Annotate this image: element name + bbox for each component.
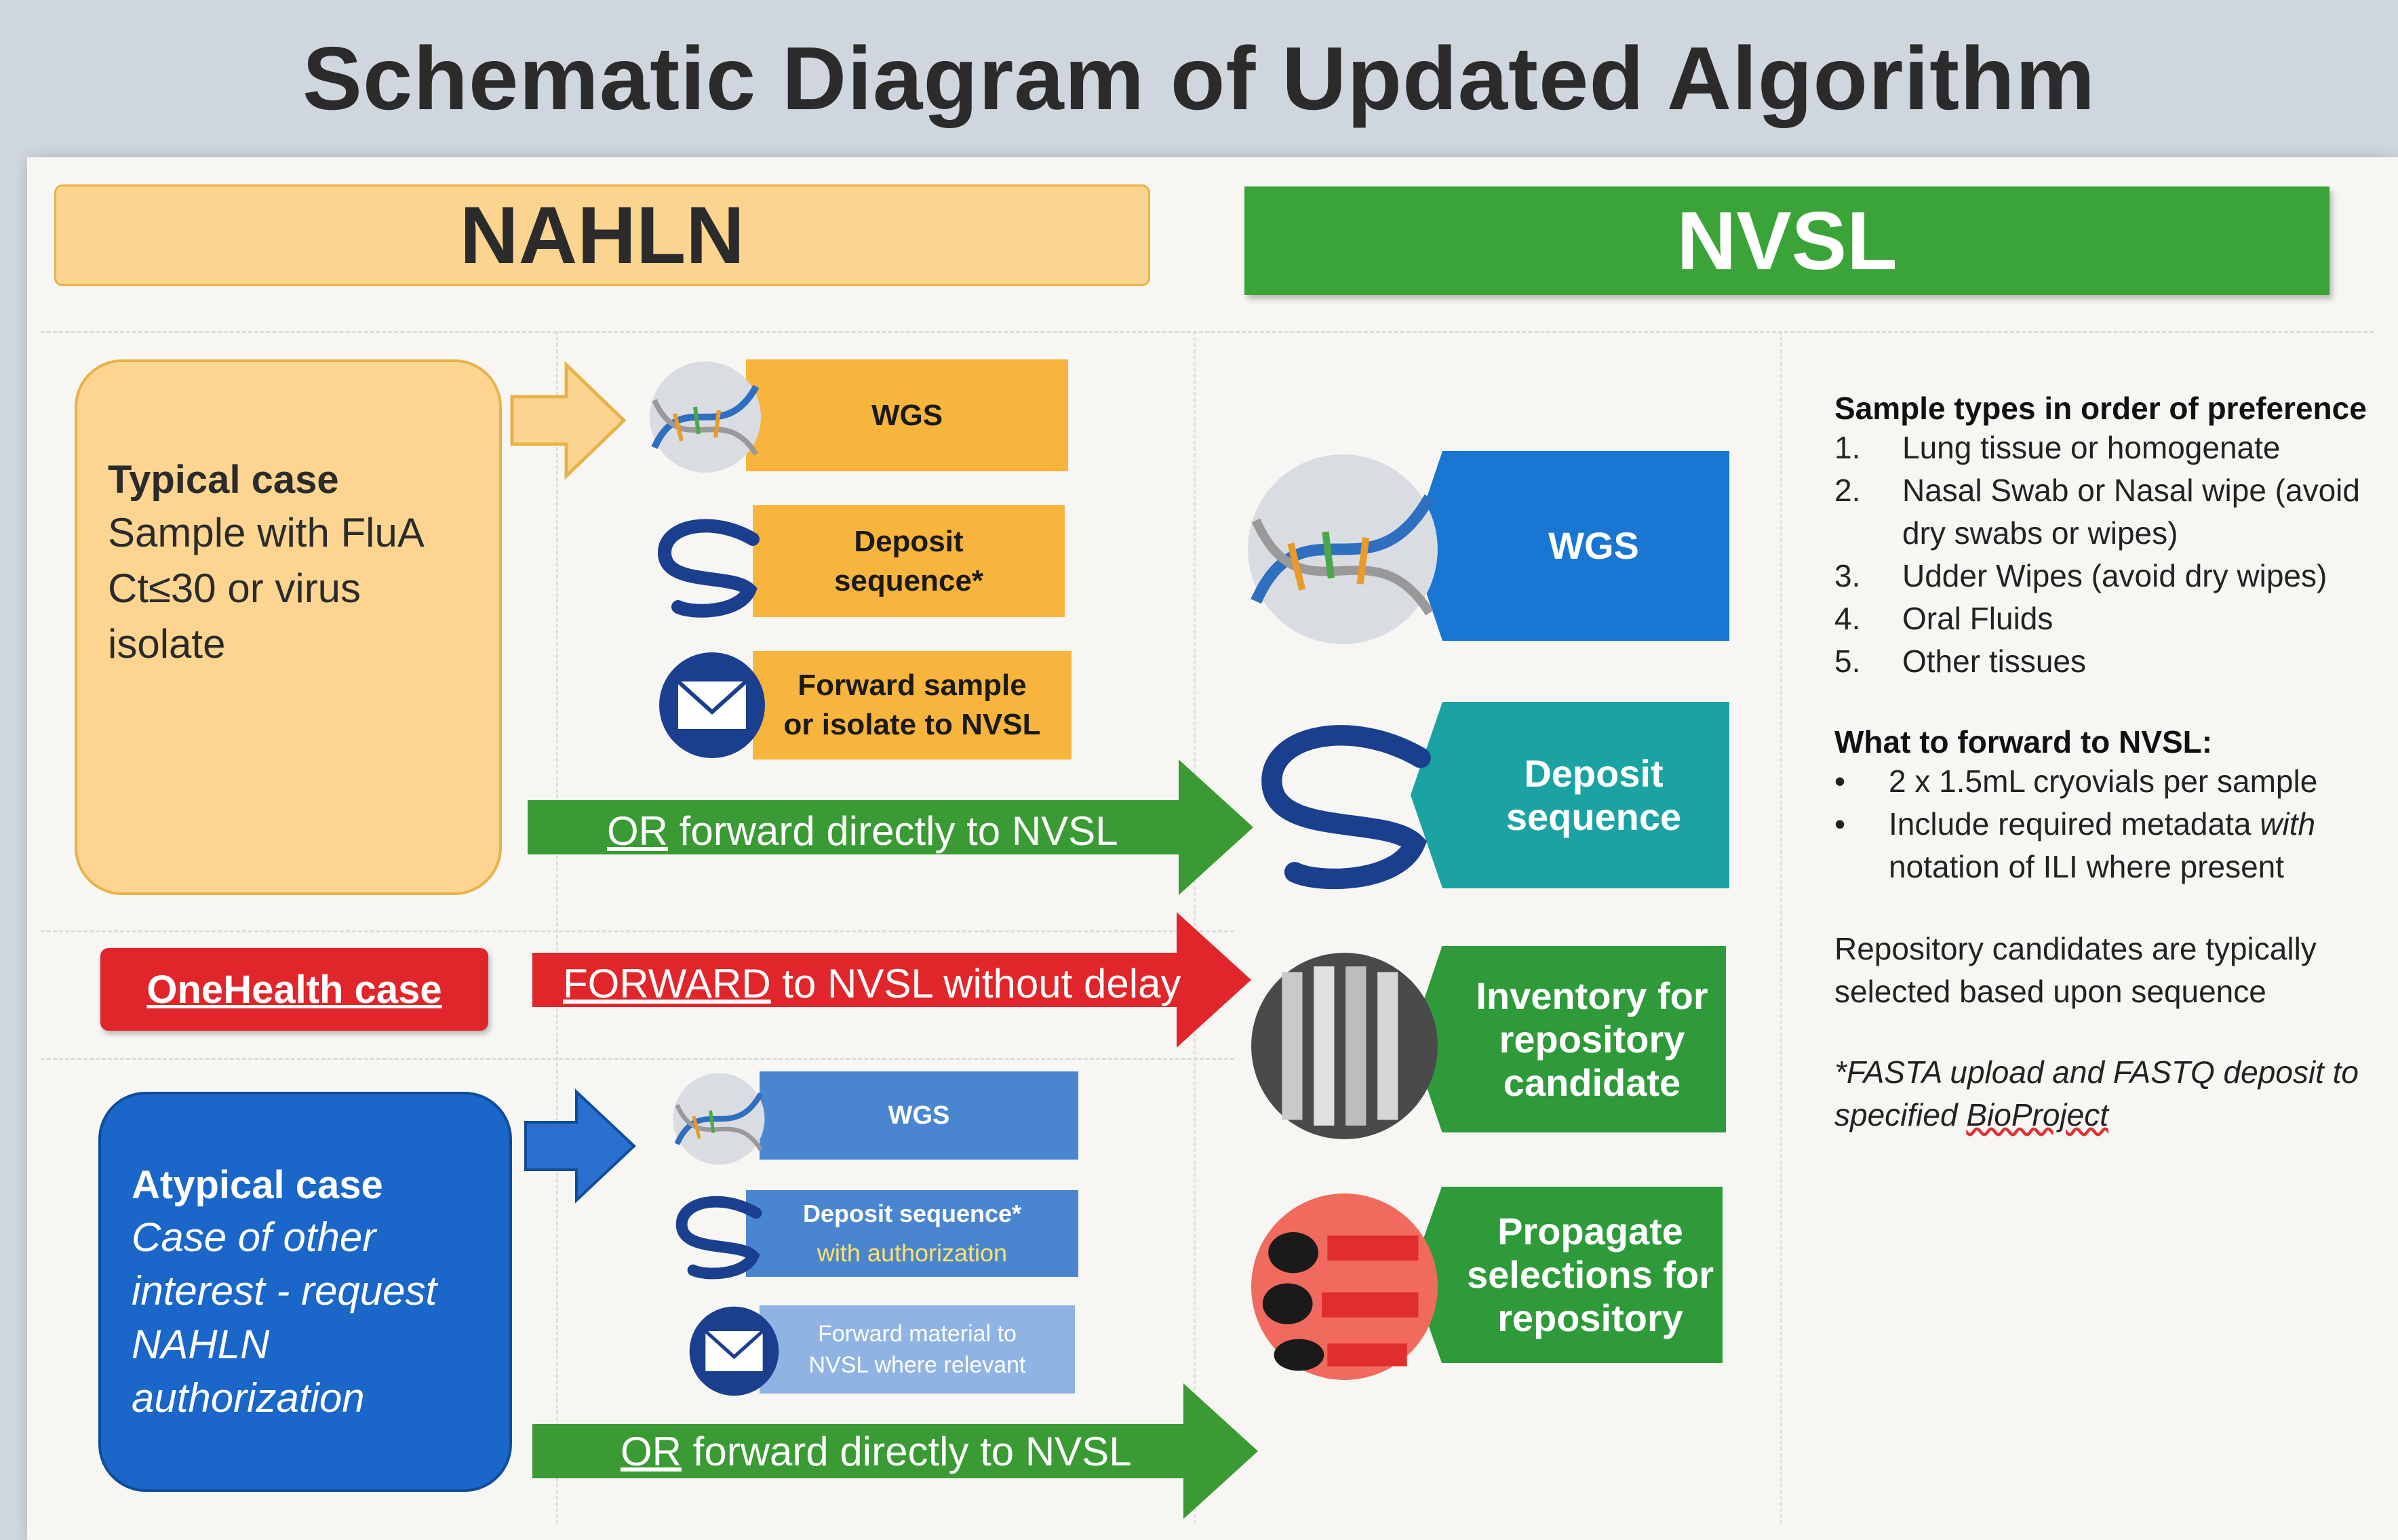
forward-item: •2 x 1.5mL cryovials per sample (1834, 760, 2391, 803)
typical-arrow-icon (509, 359, 631, 481)
sample-type-item: 3.Udder Wipes (avoid dry wipes) (1834, 555, 2391, 597)
sample-type-item: 4.Oral Fluids (1834, 597, 2391, 640)
onehealth-case-box: OneHealth case (100, 948, 488, 1031)
test-tubes-icon (1248, 949, 1441, 1143)
sample-types-heading: Sample types in order of preference (1834, 390, 2391, 427)
atypical-case-line: NAHLN (132, 1318, 482, 1371)
nahln-atypical-deposit-step: Deposit sequence* with authorization (746, 1190, 1078, 1277)
divider-middle-2 (41, 1058, 1234, 1060)
envelope-icon (658, 651, 766, 759)
dna-helix-icon (1244, 451, 1441, 648)
forward-item: •Include required metadata with notation… (1834, 803, 2391, 888)
nahln-wgs-step: WGS (746, 359, 1068, 471)
nvsl-wgs-label: WGS (1548, 524, 1639, 568)
typical-case-line: Ct≤30 or virus (108, 561, 472, 616)
nvsl-header: NVSL (1244, 186, 2330, 295)
typical-forward-arrow-label: OR forward directly to NVSL (607, 800, 1118, 861)
nvsl-inventory-line: Inventory for (1476, 974, 1708, 1018)
nvsl-wgs-step: WGS (1411, 451, 1729, 641)
atypical-case-box: Atypical case Case of other interest - r… (98, 1092, 512, 1492)
red-vials-icon (1248, 1190, 1441, 1383)
atypical-case-line: interest - request (132, 1264, 482, 1318)
onehealth-arrow-text: to NVSL without delay (771, 960, 1181, 1007)
atypical-case-title: Atypical case (132, 1162, 482, 1208)
divider-top (41, 331, 2374, 333)
forward-heading: What to forward to NVSL: (1834, 724, 2391, 760)
nvsl-inventory-step: Inventory for repository candidate (1411, 946, 1726, 1132)
nahln-atypical-forward-line: Forward material to (818, 1318, 1017, 1349)
sequence-swirl-icon (651, 512, 766, 620)
nvsl-propagate-line: Propagate (1497, 1210, 1683, 1253)
dna-helix-icon (648, 359, 763, 475)
sample-type-item: 1.Lung tissue or homogenate (1834, 427, 2391, 469)
typical-arrow-text: forward directly to NVSL (668, 808, 1118, 854)
atypical-arrow-icon (522, 1088, 637, 1204)
nahln-forward-line: Forward sample (798, 666, 1026, 705)
nahln-forward-step: Forward sample or isolate to NVSL (753, 651, 1072, 759)
sample-type-item: 5.Other tissues (1834, 640, 2391, 683)
bioproject-link: BioProject (1966, 1097, 2108, 1132)
atypical-case-line: authorization (132, 1371, 482, 1425)
sequence-swirl-icon (668, 1190, 770, 1282)
nahln-deposit-line: sequence* (834, 561, 983, 601)
nvsl-inventory-line: repository (1499, 1018, 1685, 1061)
nahln-atypical-deposit-line: Deposit sequence* (803, 1194, 1021, 1233)
nahln-header: NAHLN (54, 184, 1150, 286)
typical-arrow-keyword: OR (607, 808, 668, 854)
page-title: Schematic Diagram of Updated Algorithm (0, 27, 2398, 130)
nvsl-deposit-line: sequence (1506, 795, 1681, 839)
dna-helix-icon (671, 1071, 766, 1166)
nvsl-inventory-line: candidate (1503, 1061, 1680, 1105)
typical-case-box: Typical case Sample with FluA Ct≤30 or v… (75, 359, 502, 895)
nvsl-propagate-line: selections for (1467, 1253, 1714, 1297)
typical-case-line: Sample with FluA (108, 505, 472, 561)
nahln-atypical-forward-line: NVSL where relevant (808, 1349, 1025, 1381)
typical-case-line: isolate (108, 616, 472, 672)
onehealth-arrow-keyword: FORWARD (563, 960, 771, 1007)
info-panel: Sample types in order of preference 1.Lu… (1834, 390, 2391, 1137)
nvsl-deposit-step: Deposit sequence (1411, 702, 1729, 888)
nvsl-propagate-step: Propagate selections for repository (1411, 1187, 1723, 1363)
atypical-arrow-text: forward directly to NVSL (682, 1428, 1132, 1475)
nvsl-propagate-line: repository (1497, 1297, 1683, 1340)
repository-note: Repository candidates are typically sele… (1834, 928, 2391, 1013)
nahln-atypical-deposit-line: with authorization (817, 1233, 1007, 1273)
sequence-swirl-icon (1248, 712, 1444, 895)
atypical-forward-arrow-label: OR forward directly to NVSL (621, 1421, 1132, 1482)
divider-vertical-3 (1780, 331, 1782, 1524)
fasta-note: *FASTA upload and FASTQ deposit to speci… (1834, 1051, 2391, 1137)
nahln-atypical-wgs-step: WGS (760, 1071, 1078, 1160)
typical-case-title: Typical case (108, 457, 472, 502)
atypical-case-line: Case of other (132, 1210, 482, 1264)
nvsl-deposit-line: Deposit (1524, 752, 1663, 795)
nahln-atypical-forward-step: Forward material to NVSL where relevant (760, 1305, 1075, 1394)
nahln-forward-line: or isolate to NVSL (784, 705, 1041, 745)
atypical-arrow-keyword: OR (621, 1428, 682, 1475)
nahln-deposit-line: Deposit (854, 522, 963, 561)
onehealth-forward-arrow-label: FORWARD to NVSL without delay (563, 953, 1181, 1014)
nahln-deposit-step: Deposit sequence* (753, 505, 1065, 617)
sample-type-item: 2.Nasal Swab or Nasal wipe (avoid dry sw… (1834, 469, 2391, 555)
